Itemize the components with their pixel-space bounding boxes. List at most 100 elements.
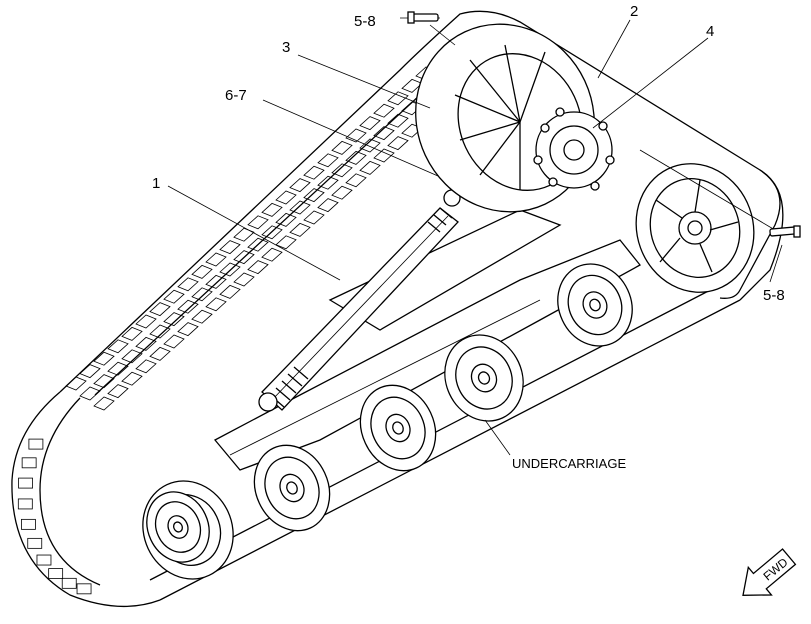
tread-block bbox=[359, 160, 381, 175]
tread-block bbox=[28, 438, 44, 450]
tension-cylinder bbox=[258, 189, 461, 412]
tread-block bbox=[303, 210, 325, 225]
tread-block bbox=[261, 225, 283, 240]
callout-3: 3 bbox=[282, 39, 290, 56]
callout-2: 2 bbox=[630, 3, 638, 20]
tread-block bbox=[205, 297, 227, 312]
tread-block bbox=[76, 583, 92, 595]
tread-block bbox=[135, 359, 157, 374]
tread-block bbox=[163, 334, 185, 349]
tread-block bbox=[373, 148, 395, 163]
callout-5-8-top: 5-8 bbox=[354, 13, 376, 30]
road-wheels bbox=[142, 263, 633, 580]
tread-block bbox=[121, 326, 143, 341]
leader-3 bbox=[297, 54, 431, 109]
tread-block bbox=[18, 477, 33, 489]
forward-arrow: FWD bbox=[742, 548, 797, 596]
leader-6-7 bbox=[262, 99, 439, 177]
tread-block bbox=[135, 336, 157, 351]
tread-block bbox=[359, 116, 381, 131]
tread-block bbox=[93, 351, 115, 366]
tread-block bbox=[387, 113, 409, 128]
bolt-top bbox=[407, 11, 439, 24]
tread-block bbox=[303, 188, 325, 203]
tread-block bbox=[247, 260, 269, 275]
tread-block bbox=[149, 302, 171, 317]
tread-block bbox=[331, 140, 353, 155]
tread-block bbox=[107, 361, 129, 376]
tread-block bbox=[149, 324, 171, 339]
tread-block bbox=[387, 136, 409, 151]
tread-block bbox=[373, 126, 395, 141]
tread-block bbox=[177, 322, 199, 337]
tread-block bbox=[345, 128, 367, 143]
tread-block bbox=[247, 237, 269, 252]
tread-block bbox=[331, 163, 353, 178]
track-treads bbox=[17, 66, 465, 595]
leader-4 bbox=[592, 37, 709, 129]
front-idler-assembly bbox=[415, 23, 615, 213]
tread-block bbox=[107, 384, 129, 399]
tread-block bbox=[121, 349, 143, 364]
road-wheel bbox=[557, 263, 633, 347]
tread-block bbox=[177, 299, 199, 314]
tread-block bbox=[219, 240, 241, 255]
tread-block bbox=[303, 165, 325, 180]
cylinder-spring-upper bbox=[427, 207, 453, 233]
tread-block bbox=[219, 262, 241, 277]
tread-block bbox=[149, 346, 171, 361]
tread-block bbox=[177, 277, 199, 292]
road-wheel bbox=[359, 384, 437, 472]
tread-block bbox=[191, 309, 213, 324]
road-wheel bbox=[146, 491, 210, 563]
tread-block bbox=[36, 554, 52, 566]
tread-block bbox=[359, 138, 381, 153]
tread-block bbox=[331, 185, 353, 200]
tread-block bbox=[373, 103, 395, 118]
tread-block bbox=[79, 364, 101, 379]
tread-block bbox=[261, 202, 283, 217]
tread-block bbox=[317, 175, 339, 190]
tread-block bbox=[93, 374, 115, 389]
hub-bolts bbox=[533, 107, 615, 191]
callout-6-7: 6-7 bbox=[225, 87, 247, 104]
tread-block bbox=[121, 371, 143, 386]
callout-1: 1 bbox=[152, 175, 160, 192]
tread-block bbox=[163, 289, 185, 304]
tread-block bbox=[191, 287, 213, 302]
road-wheel bbox=[253, 444, 331, 532]
tread-block bbox=[65, 376, 87, 391]
road-wheel bbox=[444, 334, 524, 422]
tread-block bbox=[61, 577, 77, 589]
tread-block bbox=[275, 212, 297, 227]
leader-2 bbox=[597, 19, 631, 79]
tread-block bbox=[163, 312, 185, 327]
tread-block bbox=[289, 178, 311, 193]
tread-block bbox=[93, 396, 115, 411]
undercarriage-label: UNDERCARRIAGE bbox=[512, 456, 626, 471]
tread-block bbox=[233, 250, 255, 265]
tread-block bbox=[21, 457, 37, 469]
tread-block bbox=[191, 264, 213, 279]
bolt-right bbox=[769, 225, 801, 238]
tread-block bbox=[289, 222, 311, 237]
leader-1 bbox=[167, 185, 341, 281]
tread-block bbox=[233, 272, 255, 287]
tread-block bbox=[317, 153, 339, 168]
tread-block bbox=[275, 190, 297, 205]
tread-block bbox=[261, 247, 283, 262]
tread-block bbox=[79, 386, 101, 401]
tread-block bbox=[27, 537, 43, 549]
leader-undercarriage bbox=[484, 419, 511, 456]
tread-block bbox=[17, 498, 33, 510]
callout-4: 4 bbox=[706, 23, 714, 40]
tread-block bbox=[275, 235, 297, 250]
tread-block bbox=[317, 198, 339, 213]
tread-block bbox=[135, 314, 157, 329]
tread-block bbox=[21, 518, 36, 530]
callout-5-8-right: 5-8 bbox=[763, 287, 785, 304]
tread-block bbox=[219, 284, 241, 299]
tread-block bbox=[247, 215, 269, 230]
leader-5-8-right bbox=[639, 149, 776, 231]
